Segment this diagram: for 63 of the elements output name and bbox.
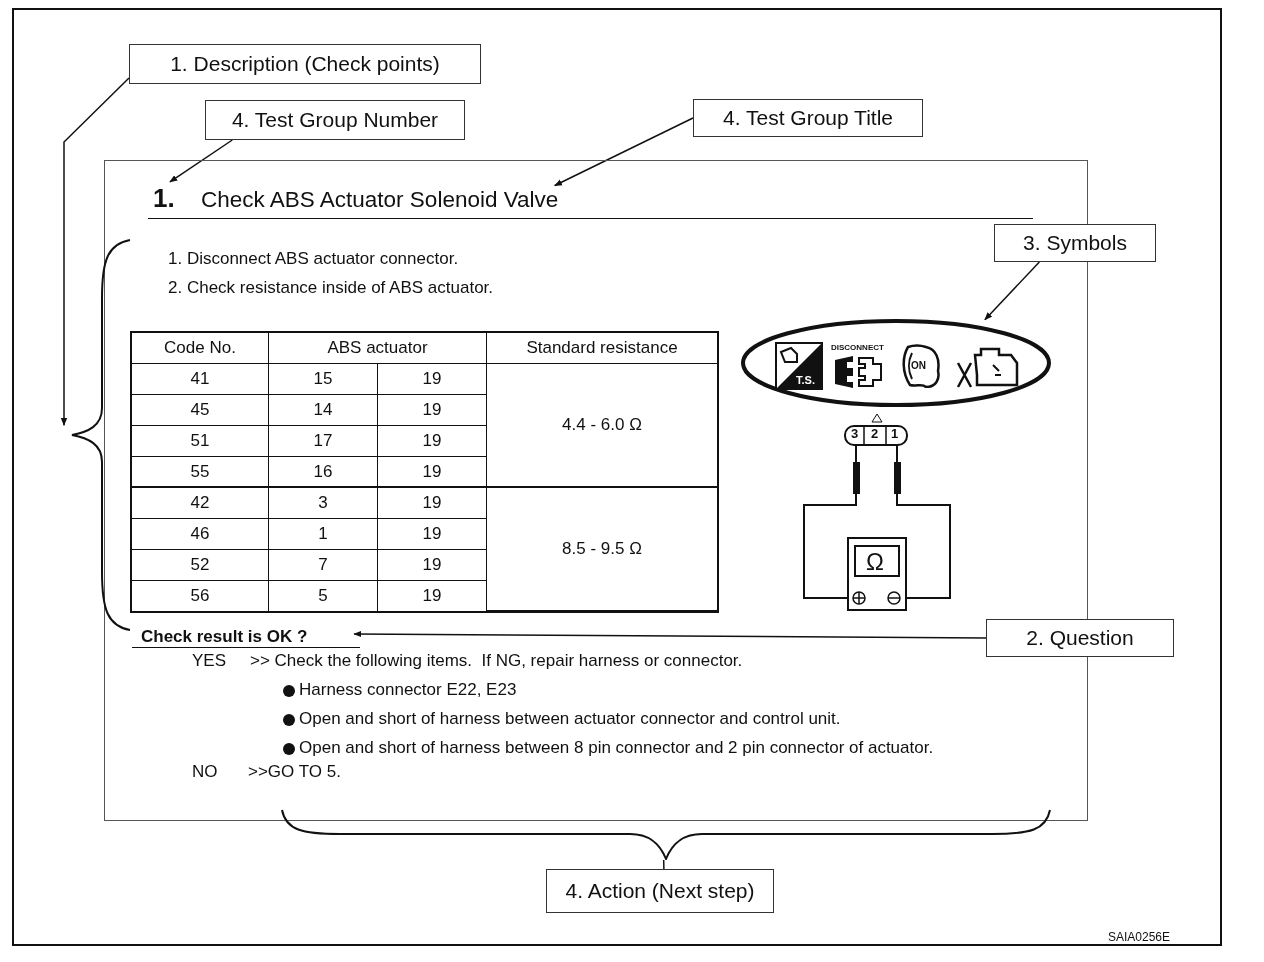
table-cell: 19 bbox=[378, 488, 487, 519]
table-header: Standard resistance bbox=[487, 333, 718, 364]
callout-box: 2. Question bbox=[986, 619, 1174, 657]
action-text: >>GO TO 5. bbox=[248, 762, 341, 782]
bullet-text: Open and short of harness between 8 pin connector and 2 pin connector of actuator. bbox=[299, 738, 934, 758]
connector-line bbox=[662, 859, 665, 870]
table-cell: 15 bbox=[269, 364, 378, 395]
callout-box: 4. Action (Next step) bbox=[546, 869, 774, 913]
table-cell: 46 bbox=[132, 519, 269, 550]
callout-box: 4. Test Group Number bbox=[205, 100, 465, 140]
callout-box: 4. Test Group Title bbox=[693, 99, 923, 137]
table-cell: 8.5 - 9.5 Ω bbox=[487, 488, 718, 612]
table-cell: 19 bbox=[378, 395, 487, 426]
symbols-ellipse bbox=[741, 319, 1051, 407]
figure-code: SAIA0256E bbox=[1108, 931, 1171, 945]
table-cell: 7 bbox=[269, 550, 378, 581]
answer-label: NO bbox=[192, 762, 218, 782]
table-cell: 3 bbox=[269, 488, 378, 519]
table-cell: 41 bbox=[132, 364, 269, 395]
table-cell: 19 bbox=[378, 364, 487, 395]
table-cell: 1 bbox=[269, 519, 378, 550]
leader-arrow bbox=[60, 77, 130, 426]
leader-arrow bbox=[169, 139, 234, 183]
callout-box: 1. Description (Check points) bbox=[129, 44, 481, 84]
bullet-text: Harness connector E22, E23 bbox=[299, 680, 517, 700]
pin-number: 1 bbox=[891, 427, 899, 442]
icon-label: DISCONNECT bbox=[831, 343, 884, 353]
pin-number: 3 bbox=[851, 427, 859, 442]
test-group-title: Check ABS Actuator Solenoid Valve bbox=[201, 186, 563, 213]
step-text: 2. Check resistance inside of ABS actuator. bbox=[168, 278, 494, 298]
pin-number: 2 bbox=[871, 427, 879, 442]
table-cell: 51 bbox=[132, 426, 269, 457]
action-text: >> Check the following items. If NG, repair harness or connector. bbox=[250, 651, 743, 671]
table-cell: 19 bbox=[378, 519, 487, 550]
leader-arrow bbox=[353, 630, 987, 639]
curly-brace bbox=[280, 808, 1052, 860]
table-cell: 19 bbox=[378, 426, 487, 457]
leader-arrow bbox=[554, 117, 694, 187]
icon-label: ON bbox=[911, 360, 926, 372]
table-cell: 19 bbox=[378, 550, 487, 581]
table-cell: 17 bbox=[269, 426, 378, 457]
table-cell: 45 bbox=[132, 395, 269, 426]
table-cell: 52 bbox=[132, 550, 269, 581]
question-text: Check result is OK ? bbox=[141, 627, 353, 647]
leader-arrow bbox=[984, 261, 1041, 321]
table-cell: 55 bbox=[132, 457, 269, 488]
table-cell: 42 bbox=[132, 488, 269, 519]
test-group-number: 1. bbox=[153, 185, 177, 211]
table-cell: 16 bbox=[269, 457, 378, 488]
answer-label: YES bbox=[192, 651, 227, 671]
table-cell: 4.4 - 6.0 Ω bbox=[487, 364, 718, 488]
bullet-text: Open and short of harness between actuator connector and control unit. bbox=[299, 709, 841, 729]
icon-label: T.S. bbox=[796, 374, 815, 387]
table-header: Code No. bbox=[132, 333, 269, 364]
step-text: 1. Disconnect ABS actuator connector. bbox=[168, 249, 459, 269]
table-cell: 19 bbox=[378, 457, 487, 488]
table-cell: 14 bbox=[269, 395, 378, 426]
table-cell: 5 bbox=[269, 581, 378, 612]
callout-box: 3. Symbols bbox=[994, 224, 1156, 262]
ohm-symbol: Ω bbox=[866, 548, 884, 576]
table-cell: 56 bbox=[132, 581, 269, 612]
table-cell: 19 bbox=[378, 581, 487, 612]
table-header: ABS actuator bbox=[269, 333, 487, 364]
